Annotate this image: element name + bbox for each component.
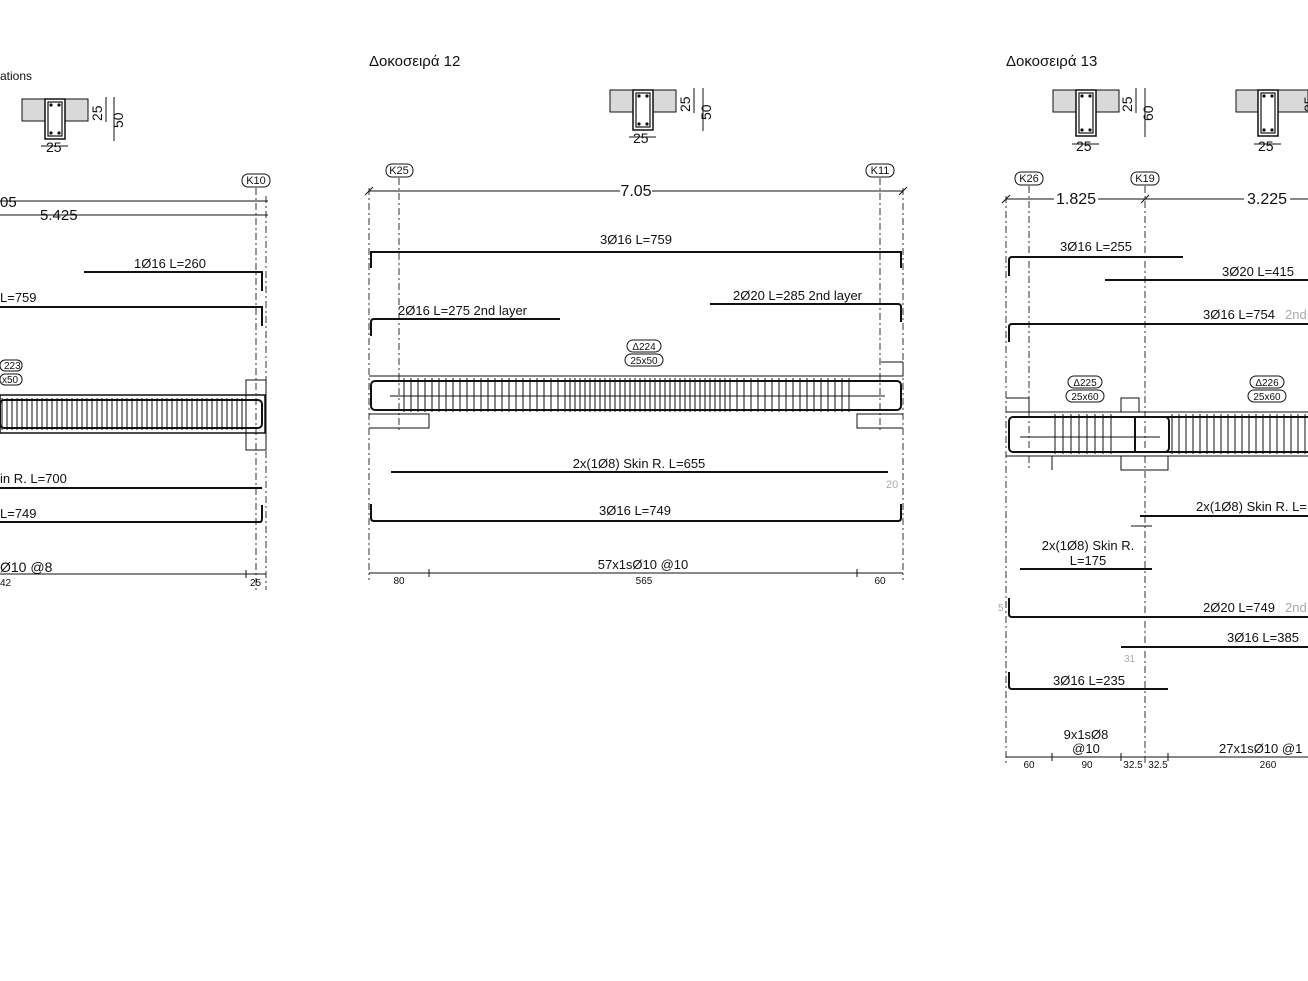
- title-beam-12: Δοκοσειρά 12: [369, 53, 460, 70]
- mark-31: 31: [1124, 654, 1136, 665]
- skin-b-label: 2x(1Ø8) Skin R. L=: [1196, 499, 1307, 514]
- beam-tag-2: x50: [2, 375, 19, 386]
- seg-a-label: 42: [0, 578, 12, 589]
- skin-a-line-2: L=175: [1070, 553, 1107, 568]
- bottom-bar-label: 3Ø16 L=749: [599, 503, 671, 518]
- mark-5: 5: [998, 603, 1004, 614]
- bottom-bar-label: L=749: [0, 506, 37, 521]
- top-bar-1-label: 1Ø16 L=260: [134, 256, 206, 271]
- section-height-label: 50: [698, 104, 714, 120]
- section-beam-12: 25 25 50: [609, 88, 714, 146]
- beam-size-a: 25x60: [1071, 392, 1099, 403]
- section-beam-13-a: 25 25 60: [1052, 88, 1156, 154]
- column-label-k19: K19: [1135, 173, 1155, 185]
- section-height-label: 60: [1140, 105, 1156, 121]
- section-height-label: 50: [110, 112, 126, 128]
- beam-size: 25x50: [630, 356, 658, 367]
- beam-tag-b: Δ226: [1255, 378, 1279, 389]
- bar-d-suffix: 2nd: [1285, 600, 1307, 615]
- stirrups-label: Ø10 @8: [0, 559, 53, 575]
- stirrups-beam-13: [1054, 414, 1306, 454]
- seg-3-label: 32.5: [1123, 760, 1143, 771]
- section-width-label: 25: [1258, 138, 1274, 154]
- span-b-label: 3.225: [1247, 191, 1287, 208]
- section-top-label: 25: [1119, 96, 1135, 112]
- top-bar-label: 3Ø16 L=759: [600, 232, 672, 247]
- stir-b-label: 27x1sØ10 @1: [1219, 741, 1302, 756]
- beam-size-b: 25x60: [1253, 392, 1281, 403]
- section-width-label: 25: [46, 139, 62, 155]
- section-top-label: 25: [89, 105, 105, 121]
- section-top-label: 25: [677, 96, 693, 112]
- section-width-label: 25: [1076, 138, 1092, 154]
- bar-c-suffix: 2nd: [1285, 307, 1307, 322]
- dim-b-label: 5.425: [40, 207, 78, 224]
- second-layer-right-label: 2Ø20 L=285 2nd layer: [733, 288, 863, 303]
- span-a-label: 1.825: [1056, 191, 1096, 208]
- seg-5-label: 260: [1260, 760, 1277, 771]
- beam-line-12: Δοκοσειρά 12 25 25 50 K25 K11 7.05: [364, 53, 908, 587]
- beam-tag-1: 223: [4, 361, 21, 372]
- bar-b-label: 3Ø20 L=415: [1222, 264, 1294, 279]
- column-label-k11: K11: [871, 165, 890, 177]
- side-mark: 20: [886, 479, 898, 491]
- span-label: 7.05: [620, 183, 651, 200]
- second-layer-left-label: 2Ø16 L=275 2nd layer: [398, 303, 528, 318]
- stirrups-beam-12: [403, 378, 850, 412]
- section-left: 25 25 50: [21, 97, 126, 155]
- beam-tag: Δ224: [632, 342, 656, 353]
- stirrups-label: 57x1sØ10 @10: [598, 557, 689, 572]
- seg-4-label: 32.5: [1148, 760, 1168, 771]
- stir-a-line-1: 9x1sØ8: [1064, 727, 1109, 742]
- column-label-k10: K10: [246, 175, 266, 187]
- header-fragment: ations: [0, 69, 32, 83]
- column-label-k25: K25: [389, 165, 409, 177]
- seg-right-label: 60: [874, 576, 886, 587]
- section-beam-13-b: 25 25: [1235, 89, 1308, 154]
- stirrups-left: [1, 398, 243, 430]
- skin-label: in R. L=700: [0, 471, 67, 486]
- skin-label: 2x(1Ø8) Skin R. L=655: [573, 456, 706, 471]
- beam-tag-a: Δ225: [1073, 378, 1097, 389]
- bar-c-label: 3Ø16 L=754: [1203, 307, 1275, 322]
- stir-a-line-2: @10: [1072, 741, 1100, 756]
- seg-2-label: 90: [1081, 760, 1093, 771]
- section-width-label: 25: [633, 130, 649, 146]
- column-label-k26: K26: [1019, 173, 1039, 185]
- title-beam-13: Δοκοσειρά 13: [1006, 53, 1097, 70]
- bar-f-label: 3Ø16 L=235: [1053, 673, 1125, 688]
- seg-b-label: 25: [250, 578, 262, 589]
- beam-line-13: Δοκοσειρά 13 25 25 60 25 25: [998, 53, 1308, 771]
- bar-d-label: 2Ø20 L=749: [1203, 600, 1275, 615]
- top-bar-2-label: L=759: [0, 290, 37, 305]
- bar-a-label: 3Ø16 L=255: [1060, 239, 1132, 254]
- bar-e-label: 3Ø16 L=385: [1227, 630, 1299, 645]
- seg-1-label: 60: [1023, 760, 1035, 771]
- seg-mid-label: 565: [636, 576, 653, 587]
- dim-a-label: 05: [0, 194, 17, 211]
- beam-line-left-partial: ations 25 25 50 K10 05 5.425 1Ø16 L=260: [0, 69, 271, 590]
- seg-left-label: 80: [393, 576, 405, 587]
- section-top-label: 25: [1301, 96, 1308, 112]
- skin-a-line-1: 2x(1Ø8) Skin R.: [1042, 538, 1134, 553]
